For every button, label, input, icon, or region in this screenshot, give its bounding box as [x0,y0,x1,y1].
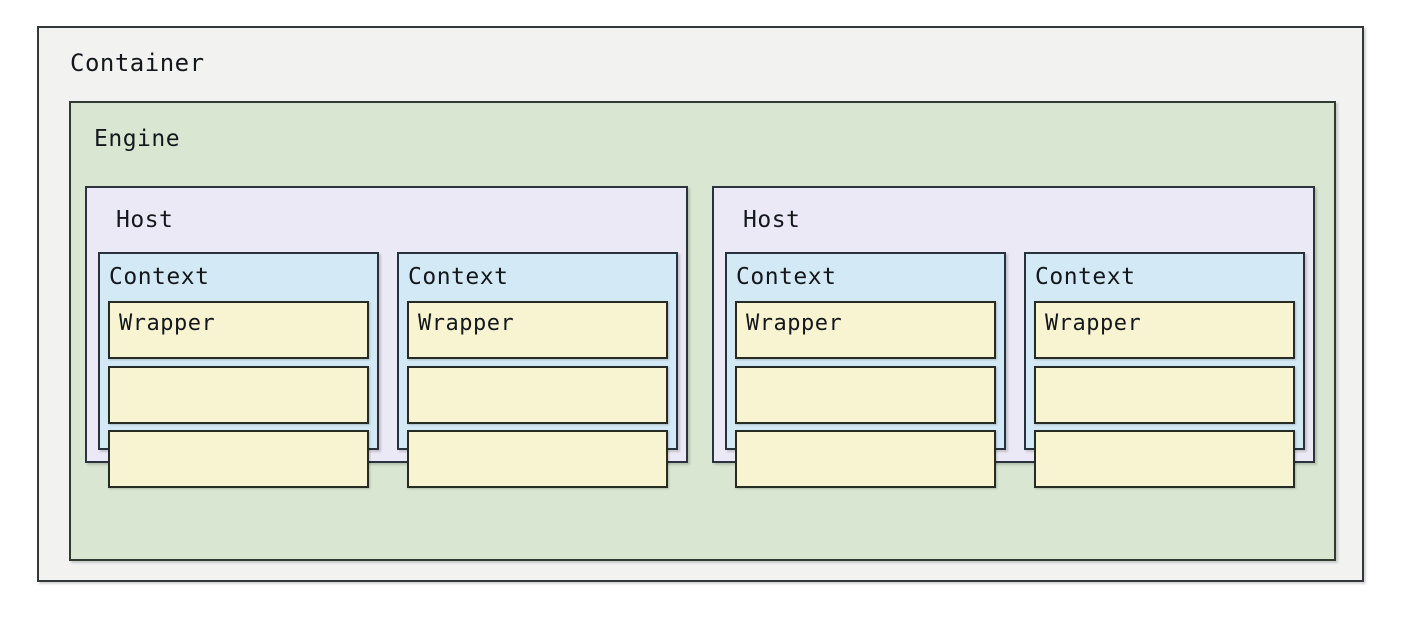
wrapper-box: Wrapper [735,301,996,359]
engine-label: Engine [94,126,181,152]
host-label: Host [116,207,174,233]
wrapper-box [407,366,668,424]
host-label: Host [743,207,801,233]
host-box: Host Context Wrapper Context [712,186,1315,488]
wrapper-box [735,430,996,488]
context-label: Context [109,264,210,290]
wrapper-box [1034,366,1295,424]
wrapper-box [1034,430,1295,488]
wrapper-label: Wrapper [418,311,515,336]
host-box: Host Context Wrapper Context [85,186,688,488]
wrapper-box: Wrapper [407,301,668,359]
context-box: Context Wrapper [98,252,379,488]
wrapper-label: Wrapper [119,311,216,336]
wrapper-box: Wrapper [1034,301,1295,359]
wrapper-box [407,430,668,488]
context-label: Context [408,264,509,290]
container-box: Container Engine Host Context Wrapper [37,26,1364,582]
wrapper-box [108,366,369,424]
context-label: Context [1035,264,1136,290]
wrapper-box [108,430,369,488]
context-box: Context Wrapper [725,252,1006,488]
wrapper-label: Wrapper [746,311,843,336]
engine-box: Engine Host Context Wrapper [69,101,1336,561]
wrapper-box [735,366,996,424]
wrapper-box: Wrapper [108,301,369,359]
context-label: Context [736,264,837,290]
context-box: Context Wrapper [1024,252,1305,488]
container-label: Container [70,49,205,77]
context-box: Context Wrapper [397,252,678,488]
wrapper-label: Wrapper [1045,311,1142,336]
